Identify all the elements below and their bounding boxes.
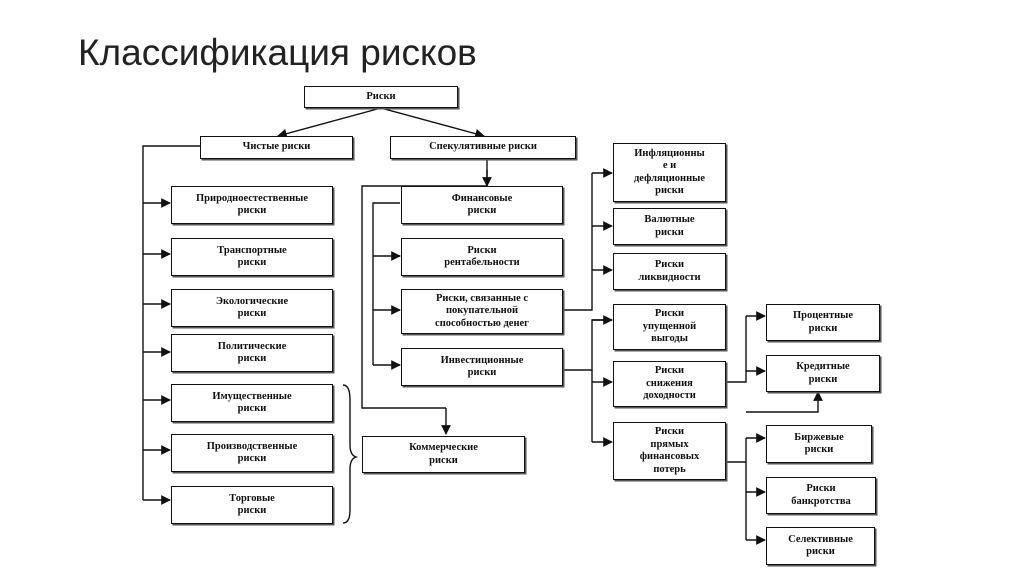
node-pure-line: Чистые риски [242, 141, 311, 153]
node-line: риски [804, 444, 834, 455]
node-line: Транспортные [217, 244, 287, 256]
direct-loss-branch [726, 461, 747, 540]
node-line: Финансовые [451, 192, 513, 204]
node-pure: Чистые риски [200, 136, 353, 159]
node-line: способностью денег [435, 317, 529, 329]
node-line: риски [808, 322, 838, 334]
node-line: Коммерческие [409, 442, 478, 453]
node-line: Риски [654, 426, 685, 437]
investment-branch-top [563, 319, 612, 371]
node-line: Риски [654, 308, 685, 320]
node-line: Селективные [788, 533, 853, 545]
node-line: прямых [650, 438, 689, 450]
node-line: е и [662, 160, 677, 171]
node-root: Риски [304, 86, 458, 108]
node-line: рентабельности [444, 257, 520, 268]
node-line: Риски [806, 483, 836, 494]
node-line: выгоды [651, 333, 688, 345]
arrow-root-speculative [380, 107, 485, 139]
node-line: Торговые [229, 492, 275, 504]
node-line: Процентные [792, 310, 854, 321]
node-line: Инвестиционные [440, 354, 524, 366]
node-line: снижения [646, 377, 693, 389]
node-line: риски [806, 546, 835, 557]
node-line: риски [237, 505, 267, 516]
node-line: Экологические [215, 295, 289, 307]
node-line: Инфляционны [634, 147, 705, 159]
node-line: риски [808, 373, 838, 385]
group-brace [342, 384, 359, 524]
node-line: Валютные [644, 214, 695, 225]
node-line: риски [237, 403, 267, 414]
credit-up-path [746, 394, 819, 413]
node-line: Риски [654, 365, 685, 377]
node-speculative: Спекулятивные риски [390, 136, 576, 159]
node-line: риски [429, 454, 458, 466]
node-line: Риски [467, 244, 497, 256]
pure-trunk [142, 145, 200, 500]
node-line: риски [467, 205, 497, 216]
purchasing-branch [563, 173, 593, 311]
node-line: риски [237, 205, 267, 216]
node-line: Производственные [206, 440, 298, 452]
financial-trunk [372, 202, 400, 365]
node-speculative-line: Спекулятивные риски [429, 141, 537, 153]
node-line: ликвидности [638, 271, 701, 283]
node-root-line: Риски [366, 90, 396, 102]
node-line: риски [237, 353, 267, 364]
node-line: потерь [653, 463, 686, 475]
node-line: Кредитные [796, 361, 850, 372]
node-line: Имущественные [212, 390, 292, 402]
node-line: риски [237, 257, 267, 268]
income-branch [726, 316, 747, 383]
node-line: Биржевые [794, 431, 844, 443]
node-line: покупательной [445, 305, 519, 317]
node-line: риски [467, 367, 497, 378]
commercial-path [361, 170, 488, 409]
node-line: Природноестественные [196, 192, 308, 204]
node-line: дефляционные [634, 172, 705, 184]
node-line: доходности [643, 390, 696, 402]
slide-title: Классификация рисков [78, 32, 477, 73]
arrow-root-pure [277, 107, 382, 139]
node-line: риски [237, 308, 267, 319]
node-line: Риски, связанные с [435, 292, 529, 304]
node-line: Политические [217, 340, 287, 352]
node-line: риски [237, 453, 267, 464]
node-line: риски [655, 185, 684, 196]
node-line: риски [655, 226, 684, 238]
node-line: упущенной [642, 320, 697, 332]
node-line: банкротства [791, 495, 851, 507]
node-line: Риски [654, 259, 685, 270]
node-line: финансовых [639, 451, 700, 462]
